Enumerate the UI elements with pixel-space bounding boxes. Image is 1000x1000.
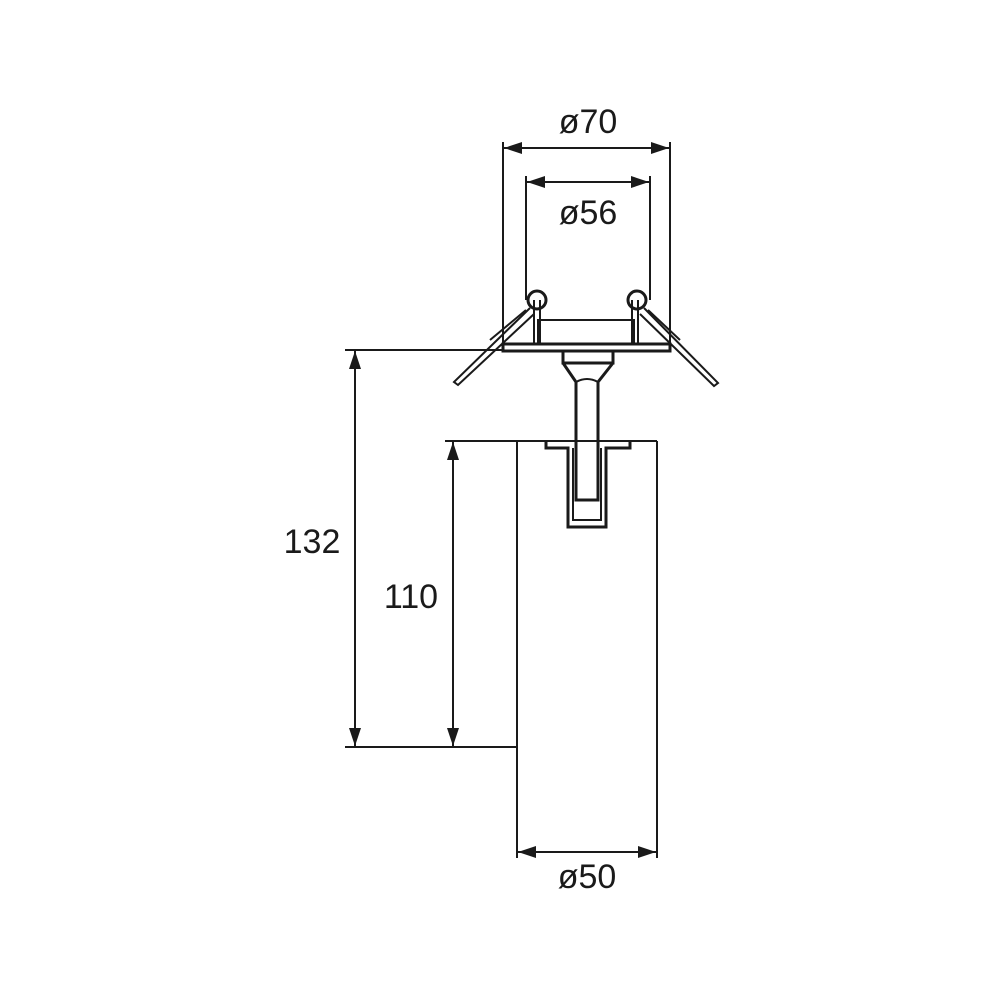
dim-body-diameter: ø50	[558, 858, 617, 896]
spring-clip-left	[452, 307, 535, 387]
spring-clip-right	[639, 307, 720, 388]
dim-inner-diameter: ø56	[559, 194, 618, 232]
cylinder-body	[445, 440, 658, 858]
dim-total-height: 132	[284, 523, 341, 561]
dimension-lines	[345, 142, 669, 858]
dim-outer-diameter: ø70	[559, 103, 618, 141]
swivel-stem	[544, 349, 632, 529]
dim-body-height: 110	[384, 578, 438, 616]
